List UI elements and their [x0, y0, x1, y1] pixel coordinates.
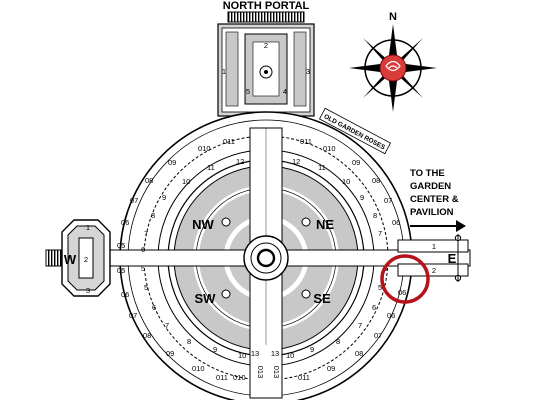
inner-bed-label: 8: [187, 337, 191, 346]
west-bed-1: 1: [86, 223, 90, 232]
inner-bed-label: 12: [292, 157, 300, 166]
compass-north-letter: N: [389, 11, 397, 23]
outer-bed-label: 09: [168, 158, 176, 167]
inner-bed-label: 10: [182, 177, 190, 186]
outer-bed-label: 011: [223, 137, 235, 146]
to-garden-line-3: CENTER &: [410, 194, 459, 205]
inner-bed-label: 10: [286, 351, 294, 360]
quadrant-nw[interactable]: NW: [192, 217, 214, 232]
outer-bed-label: 08: [145, 176, 153, 185]
outer-bed-label: 07: [129, 311, 137, 320]
west-label: W: [64, 252, 77, 267]
outer-bed-label: 07: [374, 331, 382, 340]
west-bed-2: 2: [84, 255, 88, 264]
quadrant-se[interactable]: SE: [313, 291, 331, 306]
portal-bed-2: 2: [264, 41, 268, 50]
inner-bed-label: 8: [373, 211, 377, 220]
highlight-circle-marker: [380, 254, 430, 304]
inner-bed-label: 7: [358, 321, 362, 330]
inner-bed-label: 6: [141, 245, 145, 254]
inner-bed-label: 8: [151, 211, 155, 220]
outer-bed-label: 06: [398, 288, 406, 297]
outer-bed-label: 08: [355, 349, 363, 358]
inner-bed-label: 5: [378, 283, 382, 292]
to-garden-line-2: GARDEN: [410, 181, 451, 192]
inner-bed-label: 10: [342, 177, 350, 186]
inner-bed-label: 6: [152, 303, 156, 312]
outer-bed-label: 07: [130, 196, 138, 205]
south-bed-label: 013: [256, 366, 265, 379]
outer-bed-label: 011: [298, 373, 310, 382]
quadrant-sw[interactable]: SW: [195, 291, 217, 306]
outer-bed-label: 09: [352, 158, 360, 167]
inner-bed-label: 9: [213, 345, 217, 354]
quadrant-ne[interactable]: NE: [316, 217, 334, 232]
inner-bed-label: 7: [165, 321, 169, 330]
outer-bed-label: 09: [166, 349, 174, 358]
outer-bed-label: 010: [233, 373, 246, 382]
south-path-labels: 13 13 013 013: [251, 349, 281, 378]
west-bed-3: 3: [86, 286, 90, 295]
outer-bed-label: 06: [392, 218, 400, 227]
outer-bed-label: 010: [192, 364, 205, 373]
north-portal-label: NORTH PORTAL: [223, 0, 310, 12]
to-garden-line-4: PAVILION: [410, 207, 454, 218]
south-bed-label: 13: [251, 349, 259, 358]
inner-bed-label: 6: [372, 303, 376, 312]
outer-bed-label: 06: [387, 311, 395, 320]
inner-bed-label: 9: [360, 193, 364, 202]
portal-bed-3: 3: [306, 67, 310, 76]
outer-bed-label: 010: [198, 144, 211, 153]
outer-bed-label: 011: [216, 373, 228, 382]
inner-bed-label: 11: [207, 163, 215, 172]
outer-bed-label: 08: [372, 176, 380, 185]
outer-bed-label: 011: [300, 137, 312, 146]
outer-bed-label: 010: [323, 144, 336, 153]
east-bed-2: 2: [432, 266, 436, 275]
inner-bed-label: 10: [238, 351, 246, 360]
central-fountain-icon: [243, 235, 289, 281]
outer-bed-label: 06: [121, 290, 129, 299]
south-bed-label: 13: [271, 349, 279, 358]
portal-bed-1: 1: [222, 67, 226, 76]
east-bed-1: 1: [432, 242, 436, 251]
to-garden-center-info: TO THE GARDEN CENTER & PAVILION: [410, 168, 459, 218]
inner-bed-label: 5: [144, 283, 148, 292]
south-bed-label: 013: [272, 366, 281, 379]
portal-bed-4: 4: [283, 87, 287, 96]
inner-bed-label: 9: [310, 345, 314, 354]
outer-bed-label: 09: [327, 364, 335, 373]
north-portal[interactable]: [217, 11, 315, 129]
portal-bed-5: 5: [246, 87, 250, 96]
inner-bed-label: 9: [162, 193, 166, 202]
inner-bed-label: 7: [144, 229, 148, 238]
outer-bed-label: 08: [143, 331, 151, 340]
inner-bed-label: 8: [336, 337, 340, 346]
arrow-right-icon: [410, 220, 466, 232]
outer-bed-label: 05: [117, 266, 125, 275]
east-label: E: [448, 251, 457, 266]
east-entrance[interactable]: [397, 234, 469, 282]
inner-bed-label: 12: [236, 157, 244, 166]
inner-bed-label: 5: [141, 264, 145, 273]
to-garden-line-1: TO THE: [410, 168, 445, 179]
inner-bed-label: 11: [318, 163, 326, 172]
compass-icon: N: [349, 11, 437, 112]
inner-ring-labels: 12 11 10 9 8 7 6 5 5 6 7 8 9 10 12 11 10…: [141, 157, 387, 360]
outer-bed-label: 07: [384, 196, 392, 205]
outer-ring-labels-left: 011 010 09 08 07 06 05 05 06 07 08 09 01…: [117, 137, 235, 382]
west-portal[interactable]: [45, 219, 111, 297]
outer-bed-label: 05: [117, 241, 125, 250]
outer-bed-label: 06: [121, 218, 129, 227]
inner-bed-label: 7: [378, 229, 382, 238]
